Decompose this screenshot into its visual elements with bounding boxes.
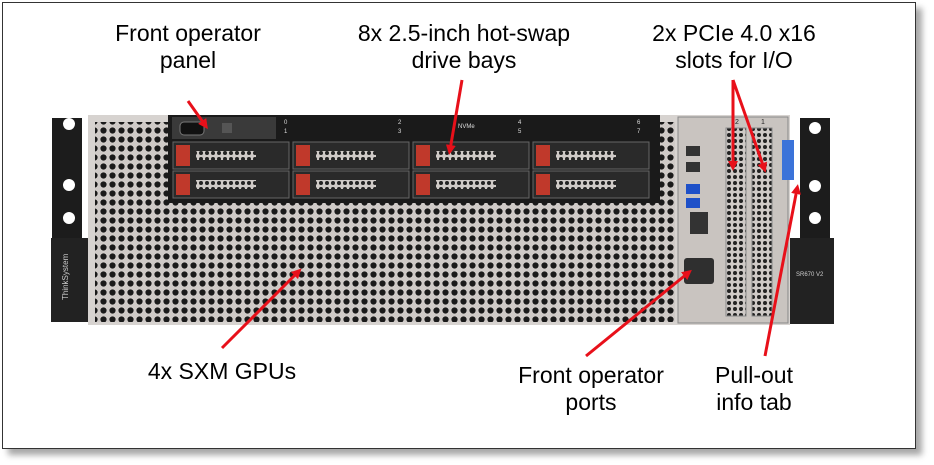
callout-line: drive bays (411, 47, 517, 73)
usb3-port[interactable] (686, 184, 700, 194)
usb-port[interactable] (686, 162, 700, 172)
callout-line: ports (565, 389, 617, 415)
callout-drive-bays: 8x 2.5-inch hot-swap drive bays (336, 20, 592, 74)
drive-bay[interactable] (172, 141, 290, 170)
bezel-brand-label: ThinkSystem (61, 253, 70, 300)
power-button[interactable] (179, 121, 205, 136)
io-module: 2 1 (677, 116, 794, 324)
bay-number: 4 (518, 120, 522, 126)
callout-line: 8x 2.5-inch hot-swap (357, 20, 571, 46)
bay-number: 6 (637, 120, 641, 126)
bay-number: 2 (398, 120, 402, 126)
callout-line: Pull-out (715, 362, 793, 388)
left-rack-ear (51, 118, 89, 322)
arrow-ports (585, 269, 692, 358)
callout-line: 4x SXM GPUs (147, 358, 297, 384)
bay-number: 1 (284, 129, 288, 135)
drive-bay[interactable] (292, 141, 410, 170)
mini-displayport[interactable] (690, 212, 708, 234)
pcie-slot-1[interactable] (751, 127, 773, 317)
bay-number: 5 (518, 129, 522, 135)
drive-bays (172, 141, 650, 199)
callout-line: info tab (716, 389, 792, 415)
callout-front-operator-ports: Front operator ports (496, 362, 686, 416)
arrow-pcie-slot (731, 79, 768, 173)
callout-line: Front operator (518, 362, 664, 388)
pull-out-info-tab[interactable] (782, 140, 794, 180)
callout-line: 2x PCIe 4.0 x16 (652, 20, 816, 46)
callout-pcie-slots: 2x PCIe 4.0 x16 slots for I/O (634, 20, 834, 74)
slot-number: 2 (735, 119, 739, 126)
callout-arrows (186, 79, 801, 358)
usb3-port[interactable] (686, 198, 700, 208)
arrow-gpus (220, 268, 302, 350)
arrow-drive-bays (445, 79, 464, 155)
drive-bay[interactable] (292, 170, 410, 199)
right-rack-ear (790, 118, 834, 324)
arrow-front-panel (186, 100, 208, 130)
callout-gpus: 4x SXM GPUs (124, 358, 320, 385)
pcie-slot-2[interactable] (725, 127, 747, 317)
arrow-info-tab (763, 184, 801, 357)
bay-number: 7 (637, 129, 641, 135)
drive-bay[interactable] (532, 170, 650, 199)
drive-bay[interactable] (412, 141, 530, 170)
callout-line: panel (159, 47, 217, 73)
drive-bay[interactable] (172, 170, 290, 199)
callout-info-tab: Pull-out info tab (694, 362, 814, 416)
bay-number: 3 (398, 129, 402, 135)
drive-bay[interactable] (412, 170, 530, 199)
model-label: SR670 V2 (796, 272, 824, 278)
usb-port[interactable] (686, 146, 700, 156)
callout-line: slots for I/O (675, 47, 793, 73)
vga-port[interactable] (684, 258, 714, 284)
nvme-label: NVMe (458, 124, 475, 130)
slot-number: 1 (761, 119, 765, 126)
id-button[interactable] (222, 123, 232, 133)
callout-front-operator-panel: Front operator panel (94, 20, 282, 74)
callout-line: Front operator (115, 20, 261, 46)
bay-number: 0 (284, 120, 288, 126)
drive-bay[interactable] (532, 141, 650, 170)
